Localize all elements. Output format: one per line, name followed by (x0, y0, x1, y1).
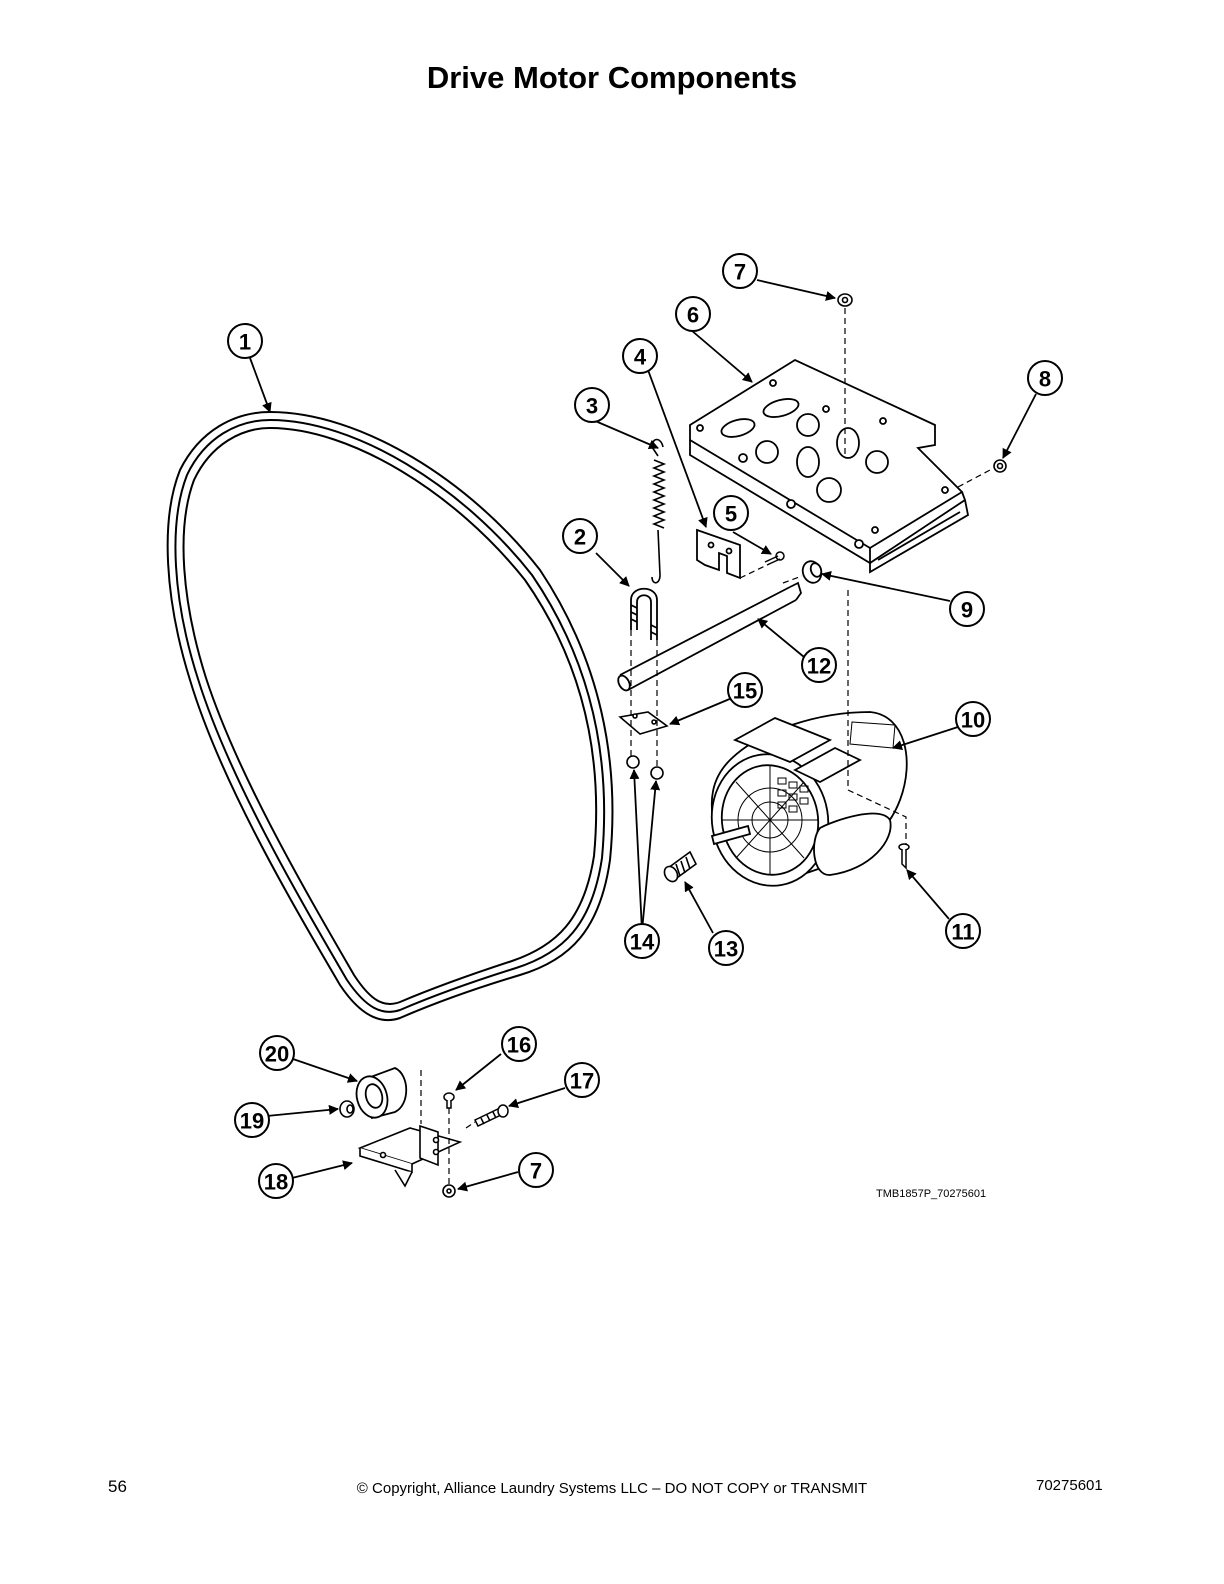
callout-bubble-16 (501, 1026, 537, 1062)
page-number: 56 (108, 1477, 127, 1496)
idler-pulley (355, 1067, 408, 1120)
callout-bubble-5 (713, 495, 749, 531)
callout-8: 8 (1039, 367, 1051, 392)
callout-7-bottom: 7 (530, 1159, 542, 1184)
screw-5 (764, 551, 785, 566)
callout-bubble-17 (564, 1062, 600, 1098)
assembly-lines (420, 308, 993, 1185)
document-number: 70275601 (1036, 1477, 1103, 1494)
callout-11: 11 (951, 920, 974, 945)
callout-bubble-10 (955, 701, 991, 737)
callout-16: 16 (507, 1033, 531, 1058)
callout-bubble-7a (722, 253, 758, 289)
callout-19: 19 (240, 1109, 264, 1134)
motor-shaft-rod (617, 581, 802, 692)
callout-1: 1 (239, 330, 251, 355)
callout-bubble-8 (1027, 360, 1063, 396)
motor-mount-plate (689, 358, 970, 574)
idler-bracket (357, 1124, 463, 1188)
callout-bubble-6 (675, 296, 711, 332)
page-title: Drive Motor Components (426, 60, 798, 95)
copyright-notice: © Copyright, Alliance Laundry Systems LL… (356, 1480, 868, 1497)
locknut-8 (993, 459, 1007, 473)
callout-6: 6 (687, 303, 699, 328)
pivot-bracket (696, 528, 741, 580)
callout-20: 20 (265, 1042, 289, 1067)
callout-3: 3 (586, 394, 598, 419)
callout-7-top: 7 (734, 260, 746, 285)
screw-16 (443, 1092, 455, 1109)
tension-spring (651, 438, 667, 584)
callout-9: 9 (961, 598, 973, 623)
callout-bubble-18 (258, 1163, 294, 1199)
hex-nuts-14 (626, 755, 664, 780)
callout-2: 2 (574, 525, 586, 550)
callout-bubble-11 (945, 913, 981, 949)
leader-lines (235, 279, 1037, 1192)
callout-5: 5 (725, 502, 737, 527)
drawing-code: TMB1857P_70275601 (876, 1188, 987, 1200)
callout-bubble-19 (234, 1102, 270, 1138)
bushing (801, 560, 823, 584)
callout-bubble-4 (622, 338, 658, 374)
callout-bubble-9 (949, 591, 985, 627)
callout-bubble-2 (562, 518, 598, 554)
callout-bubble-12 (801, 647, 837, 683)
callout-bubble-14 (624, 923, 660, 959)
clamp-plate (618, 711, 669, 735)
callout-bubble-20 (259, 1035, 295, 1071)
u-bolt (630, 587, 658, 640)
callout-18: 18 (264, 1170, 288, 1195)
callout-13: 13 (714, 937, 738, 962)
callout-14: 14 (630, 930, 655, 955)
callout-bubble-15 (727, 672, 763, 708)
callout-bubble-7b (518, 1152, 554, 1188)
callout-4: 4 (634, 345, 647, 370)
locknut-7-top (837, 293, 853, 307)
callout-15: 15 (733, 679, 757, 704)
callout-bubble-3 (574, 387, 610, 423)
spacer-19 (339, 1100, 355, 1118)
screw-11 (898, 843, 910, 870)
callout-10: 10 (961, 708, 985, 733)
drive-belt (166, 410, 614, 1022)
drive-motor (710, 711, 908, 887)
locknut-7-bottom (442, 1184, 456, 1198)
motor-pulley (663, 850, 698, 883)
callout-bubble-1 (227, 323, 263, 359)
callout-bubble-13 (708, 930, 744, 966)
callout-17: 17 (570, 1069, 594, 1094)
callout-12: 12 (807, 654, 831, 679)
bolt-17 (473, 1104, 509, 1127)
